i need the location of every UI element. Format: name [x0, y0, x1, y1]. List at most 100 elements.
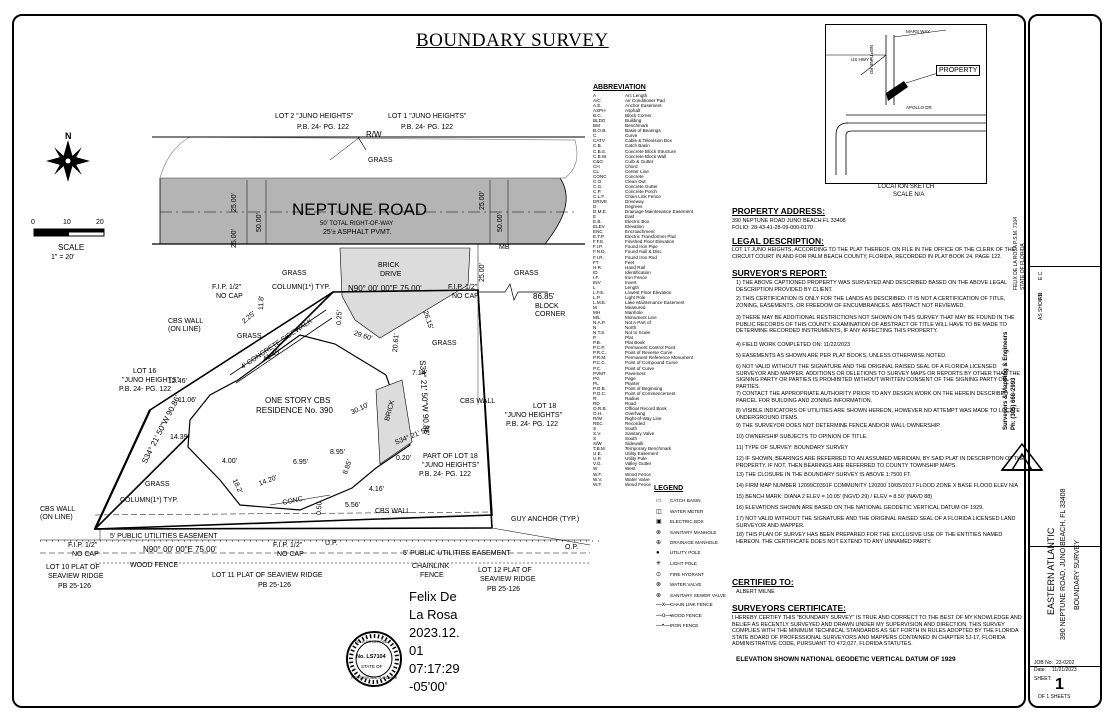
abbreviation-row: F.N.D.Found Nail & Disc [593, 249, 693, 254]
abbreviation-row: N.T.S.Not to Scale [593, 330, 693, 335]
surveyors-report-item: 9) THE SURVEYOR DOES NOT DETERMINE FENCE… [736, 423, 941, 429]
location-sketch-scale: SCALE N/A [893, 192, 925, 198]
legend-label: CATCH BASIN [670, 498, 701, 503]
sanitary-valve-icon: ⊗ [656, 592, 662, 599]
dim-25-left-bottom: 25.00' [231, 229, 238, 248]
location-sketch-map [826, 29, 986, 175]
tb-address: 390 NEPTUNE ROAD, JUNO BEACH, FL 33408 [1060, 488, 1067, 640]
legend-item: ● UTILITY POLE [656, 550, 701, 556]
abbreviation-meaning: Finished Floor Elevation [625, 239, 675, 245]
legend-item: —•—IRON FENCE [656, 623, 698, 629]
part-lot18-label: PART OF LOT 18 [423, 453, 478, 460]
legend-item: ◫WATER METER [656, 508, 703, 515]
surveyor-seal [346, 631, 402, 687]
legend-item: ▣ELECTRIC BOX [656, 518, 704, 525]
property-address-line2: FOLIO: 28-43-41-28-09-000-0170 [732, 225, 813, 231]
tb-date-label: Date: [1034, 667, 1046, 673]
abbreviation-meaning: Basis of Bearings [625, 128, 661, 134]
location-sketch: PROPERTY APOLLO DR NEPTUNE RD MARS WAY U… [825, 24, 987, 184]
abbreviation-row: P.R.C.Point of Reverse Curve [593, 350, 693, 355]
light-pole-icon: ✳ [656, 561, 662, 567]
abbreviation-meaning: Permanent Control Point [625, 345, 676, 351]
street-label-3: MARS WAY [906, 29, 931, 34]
abbreviation-key: O.R.B. [593, 405, 607, 411]
abbreviation-key: C.B. [593, 143, 602, 149]
abbreviation-meaning: Radius [625, 395, 640, 401]
abbreviation-meaning: South [625, 426, 638, 432]
surveyors-report-item: 5) EASEMENTS AS SHOWN ARE PER PLAT BOOKS… [736, 353, 947, 359]
abbreviation-meaning: North [625, 325, 637, 331]
abbreviation-key: CATV [593, 138, 605, 144]
abbreviation-key: P.R.M. [593, 355, 607, 361]
abbreviation-meaning: Water Valve [625, 476, 650, 482]
lot1-label: LOT 1 "JUNO HEIGHTS" [388, 113, 467, 120]
abbreviation-row: C.B.S.Concrete Block Structure [593, 149, 693, 154]
abbreviation-heading: ABBREVIATION [593, 84, 646, 91]
abbreviation-meaning: Utility Easement [625, 451, 659, 457]
surveyors-report-item: 16) ELEVATIONS SHOWN ARE BASED ON THE NA… [736, 505, 984, 511]
fip-nw-cap: NO CAP [216, 293, 243, 300]
lot18-label: LOT 18 [533, 403, 557, 410]
abbreviation-meaning: Air Conditioner Pad [625, 98, 665, 104]
dim-7-14: 7.14' [412, 370, 427, 377]
abbreviation-meaning: Found Iron Rod [625, 254, 657, 260]
abbreviation-meaning: Manhole [625, 310, 643, 316]
abbreviation-key: R [593, 395, 597, 401]
abbreviation-key: S/W [593, 441, 602, 447]
road-swale-top [159, 136, 578, 179]
abbreviation-meaning: Utility Pole [625, 456, 647, 462]
elevation-note: ELEVATION SHOWN NATIONAL GEODETIC VERTIC… [736, 656, 956, 663]
abbreviation-meaning: Recorded [625, 421, 645, 427]
property-address-line1: 390 NEPTUNE ROAD JUNO BEACH FL 33408 [732, 218, 846, 224]
legend-item: ⊗SANITARY SEWER VALVE [656, 592, 726, 599]
abbreviation-key: BLDG [593, 118, 606, 124]
abbreviation-row: F.F.E.Finished Floor Elevation [593, 239, 693, 244]
abbreviation-key: MH [593, 310, 601, 316]
abbreviation-key: S.V. [593, 431, 602, 437]
column-typ-north: COLUMN(1*) TYP. [272, 284, 331, 291]
residence-label: ONE STORY CBS [265, 396, 331, 405]
abbreviation-row: W.V.Water Valve [593, 477, 693, 482]
abbreviation-key: C.O. [593, 178, 603, 184]
abbreviation-meaning: South [625, 436, 638, 442]
abbreviation-key: L.M.E. [593, 299, 607, 305]
surveyors-report-item: 7) CONTACT THE APPROPRIATE AUTHORITY PRI… [736, 391, 1008, 404]
abbreviation-key: U.P. [593, 456, 602, 462]
abbreviation-row: H.R.Hand Rail [593, 265, 693, 270]
lot16-label: LOT 16 [133, 368, 157, 375]
surveyors-report-item: 2) THIS CERTIFICATION IS ONLY FOR THE LA… [736, 296, 1006, 309]
legend-item: ⊗SANITARY MANHOLE [656, 529, 716, 536]
legend-label: UTILITY POLE [670, 549, 701, 555]
drainage-manhole-icon: ⊕ [656, 540, 662, 546]
abbreviation-key: ENC [593, 229, 603, 235]
abbreviation-row: U.E.Utility Easement [593, 451, 693, 456]
tb-drawn-by: E.C. [1038, 270, 1044, 280]
abbreviation-row: B.C.Block Corner [593, 113, 693, 118]
residence-footprint [187, 334, 411, 511]
seal-top: FELIX DE LA ROSA [355, 640, 388, 644]
legend-item: —x—CHAIN LINK FENCE [656, 602, 713, 608]
utility-pole-icon: ● [656, 549, 660, 556]
cbs-wall-south: CBS WALL [375, 508, 411, 515]
street-label-4: US HWY 1 [851, 57, 873, 62]
abbreviation-key: S [593, 426, 597, 432]
abbreviation-row: C.B.W.Concrete Block Wall [593, 154, 693, 159]
dim-25-left-top: 25.00' [231, 193, 238, 212]
dim-11-8: 11.8' [258, 295, 266, 311]
public-ue-east: 5' PUBLIC UTILITIES EASEMENT [403, 550, 511, 557]
legend-item: ⊕DRAINAGE MANHOLE [656, 539, 718, 546]
abbreviation-meaning: Page [625, 375, 636, 381]
dim-14-39: 14.39' [170, 434, 189, 441]
abbreviation-meaning: Curb & Gutter [625, 158, 654, 164]
dim-50-right: 50.00' [497, 213, 504, 232]
abbreviation-key: A/C [593, 98, 601, 104]
